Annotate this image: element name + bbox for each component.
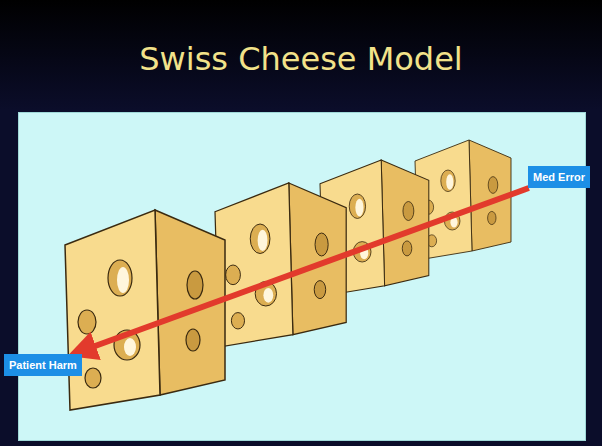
label-text: Patient Harm <box>9 359 77 371</box>
title-text: Swiss Cheese Model <box>139 40 463 78</box>
label-box: Med Error <box>528 166 590 188</box>
label-box: Patient Harm <box>4 354 82 376</box>
error-arrow <box>73 188 529 354</box>
label-text: Med Error <box>533 171 585 183</box>
cheese-slice <box>65 210 225 410</box>
slide-title: Swiss Cheese Model <box>0 40 602 78</box>
cheese-slice <box>215 183 346 347</box>
cheese-slice <box>415 140 511 260</box>
